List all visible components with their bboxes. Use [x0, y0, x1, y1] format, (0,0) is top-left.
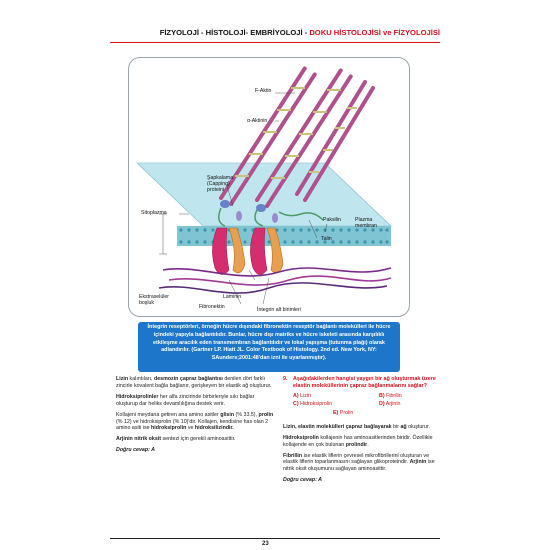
option-text: Hidroksiprolin: [300, 400, 333, 407]
label-paksilin: Paksilin: [323, 217, 341, 223]
question-9: 9. Aşağıdakilerden hangisi yaygın bir ağ…: [283, 376, 441, 390]
right-paragraph-3: Fibrillin ise elastik liflerin çevresel …: [283, 453, 441, 474]
question-text: Aşağıdakilerden hangisi yaygın bir ağ ol…: [293, 376, 436, 389]
left-answer: Doğru cevap: A: [116, 447, 155, 454]
term-hidroksiprolin-2: hidroksiprolin: [151, 425, 187, 432]
text-span: ise elastik liflerin çevresel mikrofibri…: [283, 452, 430, 466]
label-talin: Talin: [321, 236, 332, 242]
left-paragraph-3: Kollajeni meydana getiren ana amino asit…: [116, 412, 274, 433]
text-span: bir: [391, 423, 401, 430]
text-span: Kollajeni meydana getiren ana amino asit…: [116, 411, 221, 418]
option-e: E) Prolin: [333, 410, 353, 417]
label-ekstraselular: Ekstraselüler boşluk: [139, 294, 169, 306]
option-a: A) Lizin: [293, 393, 311, 400]
label-f-aktin: F-Aktin: [255, 88, 272, 94]
question-number: 9.: [283, 376, 288, 382]
text-span: kollajenin has aminoasitlerinden biridir…: [283, 434, 433, 448]
left-paragraph-2: Hidroksiprolinler her alfa zincirinde bi…: [116, 394, 274, 408]
term-hidroksilizin: hidroksilizindir.: [194, 425, 234, 432]
left-paragraph-1: Lizin kalıntıları, desmozin çapraz bağla…: [116, 376, 274, 390]
label-integrin-alt: İntegrin alt birimleri: [257, 307, 301, 313]
text-span: oluşturur.: [406, 423, 430, 430]
text-span: .: [367, 441, 369, 448]
integrin-illustration: [136, 66, 392, 305]
option-text: Fibrilin: [386, 392, 402, 399]
header-divider: [110, 42, 440, 43]
page-number: 23: [262, 541, 269, 547]
option-letter: A): [293, 392, 299, 399]
label-alfa-aktinin: α-Aktinin: [247, 118, 268, 124]
option-text: Arjinin: [385, 400, 401, 407]
right-paragraph-2: Hidroksiprolin kollajenin has aminoasitl…: [283, 435, 441, 449]
text-span: (% 33.5),: [234, 411, 259, 418]
option-letter: D): [379, 400, 385, 407]
right-paragraph-1: Lizin, elastin molekülleri çapraz bağlay…: [283, 424, 441, 431]
term-lizin: Lizin: [116, 376, 129, 382]
term-hidroksiprolin-r: Hidroksiprolin: [283, 434, 319, 441]
header-subject: FİZYOLOJİ - HİSTOLOJİ- EMBRİYOLOJİ -: [159, 28, 310, 37]
label-plazma-membran: Plazma membran: [355, 217, 377, 229]
text-span: denilen dört farklı zincirle kovalent ba…: [116, 376, 272, 389]
label-sitoplazma: Sitoplazma: [141, 210, 167, 216]
option-d: D) Arjinin: [379, 401, 401, 408]
right-column: 9. Aşağıdakilerden hangisi yaygın bir ağ…: [283, 376, 441, 484]
term-prolindir: prolindir: [345, 441, 368, 448]
header-chapter: DOKU HİSTOLOJİSİ ve FİZYOLOJİSİ: [309, 28, 440, 37]
footer-divider: [110, 538, 440, 539]
term-prolin: prolin: [258, 411, 274, 418]
label-sapkalama: Şapkalama (Capping) proteini: [207, 175, 233, 193]
text-span: (% 12) ve hidroksiprolin (% 10)'dir. Kol…: [116, 418, 269, 432]
integrin-figure: F-Aktin α-Aktinin Şapkalama (Capping) pr…: [128, 57, 410, 317]
option-text: Prolin: [339, 409, 354, 416]
term-ag: ağ: [400, 423, 407, 430]
label-laminin: Laminin: [223, 294, 242, 300]
option-b: B) Fibrilin: [379, 393, 402, 400]
text-span: sentezi için gerekli aminoasittir.: [161, 436, 236, 443]
option-c: C) Hidroksiprolin: [293, 401, 332, 408]
right-answer: Doğru cevap: A: [283, 477, 322, 484]
page-header: FİZYOLOJİ - HİSTOLOJİ- EMBRİYOLOJİ - DOK…: [110, 28, 440, 42]
term-hidroksiprolin: Hidroksiprolinler: [116, 393, 159, 400]
term-lizin-elastin: Lizin, elastin molekülleri çapraz bağlay…: [283, 423, 392, 430]
term-arjinin: Arjinin nitrik oksit: [116, 436, 162, 443]
term-desmozin: desmozin çapraz bağlantısı: [153, 376, 223, 382]
text-span: kalıntıları,: [128, 376, 154, 382]
figure-caption: İntegrin reseptörleri, örneğin hücre dış…: [138, 322, 400, 372]
text-span: ve: [186, 425, 195, 432]
label-fibronektin: Fibronektin: [199, 304, 225, 310]
option-text: Lizin: [300, 392, 311, 399]
term-glisin: glisin: [220, 411, 235, 418]
answer-options: A) Lizin B) Fibrilin C) Hidroksiprolin D…: [293, 393, 441, 420]
text-span: her alfa zincirinde birbirleriyle sıkı b…: [116, 393, 255, 407]
option-letter: B): [379, 392, 385, 399]
left-paragraph-4: Arjinin nitrik oksit sentezi için gerekl…: [116, 436, 274, 443]
text-span: ise nitrik oksit oluşumunu sağlayan amin…: [283, 459, 435, 473]
option-letter: C): [293, 400, 299, 407]
left-column: Lizin kalıntıları, desmozin çapraz bağla…: [116, 376, 274, 454]
option-letter: E): [333, 409, 339, 416]
term-arjinin-r: Arjinin: [409, 459, 427, 466]
term-fibrillin: Fibrillin: [283, 452, 303, 459]
